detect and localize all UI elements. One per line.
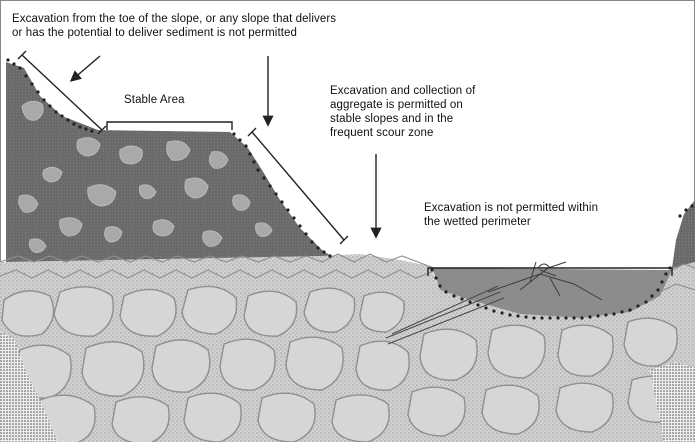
wetted-perimeter-note: Excavation is not permitted within the w… (424, 201, 598, 229)
permitted-excavation-note: Excavation and collection of aggregate i… (330, 84, 475, 140)
left-bank (6, 62, 340, 262)
toe-slope-note: Excavation from the toe of the slope, or… (12, 12, 336, 40)
stable-area-label: Stable Area (124, 93, 185, 107)
right-bank (672, 200, 695, 268)
stable-area-bracket (107, 122, 232, 130)
arrow-to-left-slope (72, 56, 100, 80)
